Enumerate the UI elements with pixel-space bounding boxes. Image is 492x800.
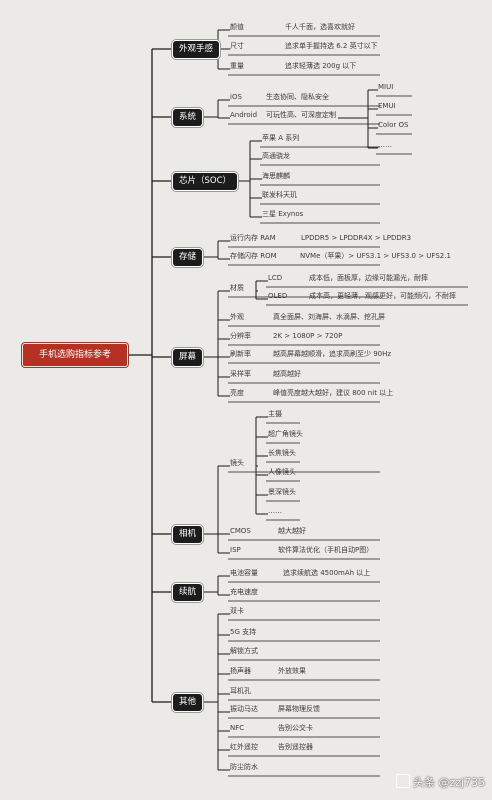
node-label: 海思麒麟 [262,172,290,180]
node-label: 主摄 [268,410,282,418]
node-label: 苹果 A 系列 [262,134,300,142]
node-label: 长焦镜头 [268,449,296,457]
watermark: 头条 @zzj735 [396,774,485,790]
node-label: ISP [230,546,241,554]
node-description: LPDDR5 > LPDDR4X > LPDDR3 [301,234,412,242]
category-node: 芯片（SOC） [173,172,238,190]
node-label: 联发科天玑 [262,191,297,199]
node-label: 双卡 [230,607,244,615]
node-label: EMUI [378,102,396,110]
node-label: 镜头 [230,459,244,467]
node-description: 追求续航选 4500mAh 以上 [283,569,371,577]
node-label: 重量 [230,62,244,70]
node-description: 追求单手握持选 6.2 英寸以下 [285,42,378,50]
category-node: 外观手感 [173,40,220,58]
node-label: LCD [268,274,283,282]
node-description: 告别遥控器 [278,743,313,751]
watermark-text: 头条 @zzj735 [413,776,486,789]
node-label: Color OS [378,121,409,129]
node-label: 刷新率 [230,350,251,358]
node-label: 采样率 [230,370,251,378]
node-description: 追求轻薄选 200g 以下 [285,62,357,70]
node-label: 充电速度 [230,588,258,596]
node-label: NFC [230,724,245,732]
node-label: CMOS [230,527,251,535]
node-description: 2K > 1080P > 720P [273,332,343,340]
node-label: 耳机孔 [230,687,251,695]
node-label: 防尘防水 [230,763,258,771]
node-label: 5G 支持 [230,628,257,636]
node-label: 存储闪存 ROM [230,252,277,260]
node-label: …… [268,507,282,515]
node-label: 人像镜头 [268,468,296,476]
category-node: 其他 [173,693,203,711]
node-label: 颜值 [230,23,244,31]
node-label: 扬声器 [230,667,251,675]
node-description: 峰值亮度越大越好，建议 800 nit 以上 [273,389,394,397]
node-label: 材质 [230,284,244,292]
node-description: 千人千面，选喜欢就好 [285,23,355,31]
node-description: 可玩性高、可深度定制 [266,111,336,119]
node-description: 生态协同、隐私安全 [266,93,329,101]
node-description: 成本高，更轻薄，观感更好，可能频闪，不耐摔 [309,292,456,300]
node-label: 高通骁龙 [262,152,290,160]
node-description: 软件算法优化（手机自动P图） [278,546,374,554]
category-node: 续航 [173,583,203,601]
node-description: 越高屏幕越顺滑，追求高刷至少 90Hz [273,350,392,358]
node-description: NVMe（苹果）> UFS3.1 > UFS3.0 > UFS2.1 [300,252,451,260]
node-label: 超广角镜头 [268,430,303,438]
node-label: Android [230,111,258,119]
category-node: 屏幕 [173,348,203,366]
node-label: 电池容量 [230,569,258,577]
node-label: …… [378,141,392,149]
node-label: 振动马达 [230,705,258,713]
node-description: 屏幕物理反馈 [278,705,320,713]
category-node: 系统 [173,108,203,126]
category-node: 相机 [173,525,203,543]
node-label: 红外遥控 [230,743,258,751]
node-description: 越大越好 [278,527,306,535]
node-description: 外放效果 [278,667,306,675]
toutiao-logo-icon [396,774,410,788]
node-label: 三星 Exynos [262,210,304,218]
node-label: 景深镜头 [268,488,296,496]
node-label: 亮度 [230,389,244,397]
node-description: 告别公交卡 [278,724,313,732]
node-label: OLED [268,292,288,300]
root-node: 手机选购指标参考 [23,344,127,366]
node-description: 真全面屏、刘海屏、水滴屏、挖孔屏 [273,313,385,321]
node-label: 分辨率 [230,332,251,340]
node-label: 解锁方式 [230,647,258,655]
node-description: 成本低，面板厚，边缘可能漏光，耐摔 [309,274,428,282]
node-label: iOS [230,93,242,101]
node-description: 越高越好 [273,370,301,378]
node-label: MIUI [378,83,394,91]
node-label: 运行内存 RAM [230,234,276,242]
node-label: 外观 [230,313,244,321]
category-node: 存储 [173,248,203,266]
node-label: 尺寸 [230,42,244,50]
